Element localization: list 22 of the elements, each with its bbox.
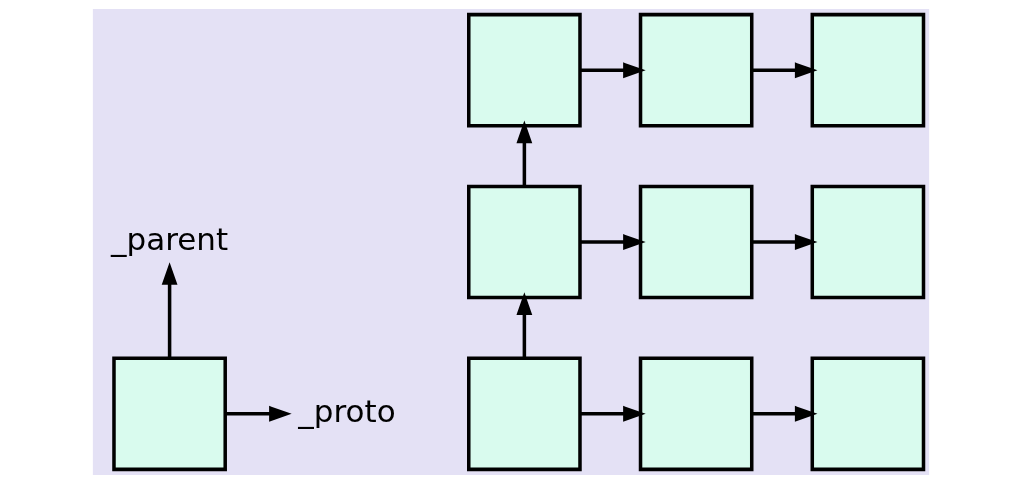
arrow [751, 405, 817, 422]
node-box [466, 355, 582, 471]
arrow [579, 61, 646, 78]
node-box [810, 355, 925, 471]
node-text: _proto [297, 392, 396, 429]
node-box [638, 12, 753, 128]
arrow [751, 233, 817, 250]
arrow [515, 120, 532, 186]
node-box [111, 355, 227, 471]
node-box [466, 12, 582, 128]
arrow [515, 291, 532, 358]
arrow [751, 61, 817, 78]
arrow [579, 405, 646, 422]
node-box [466, 184, 582, 299]
node-box [810, 184, 925, 299]
arrow [225, 405, 292, 422]
arrow [161, 261, 177, 358]
node-box [638, 355, 753, 471]
arrow [579, 233, 646, 250]
node-box [638, 184, 753, 299]
node-box [810, 12, 925, 128]
node-text: _parent [110, 220, 228, 257]
